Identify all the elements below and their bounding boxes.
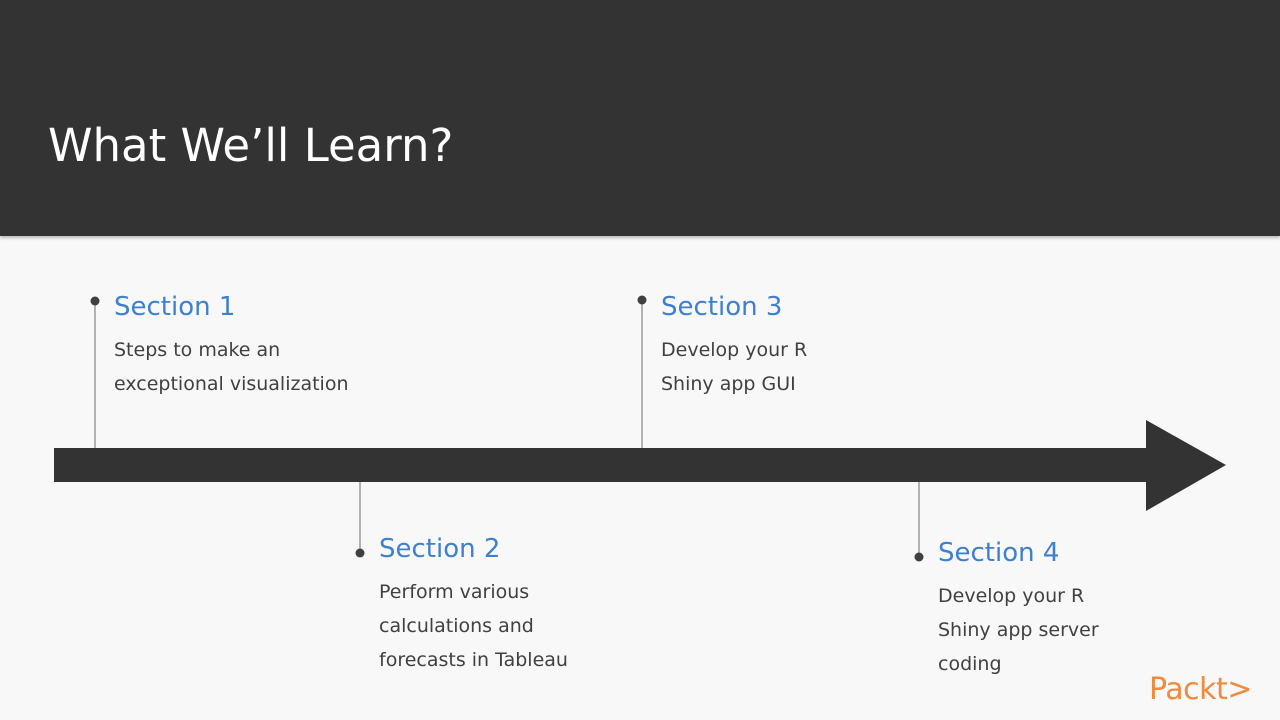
section-2-heading: Section 2 [379,534,501,564]
section-2-line-1: Perform various [379,581,530,603]
section-1-heading: Section 1 [114,292,236,322]
section-2-line-3: forecasts in Tableau [379,649,568,671]
section-4-line-1: Develop your R [938,585,1085,607]
section-4: Section 4 Develop your R Shiny app serve… [938,537,1099,681]
slide-title: What We’ll Learn? [48,119,454,172]
section-2: Section 2 Perform various calculations a… [379,533,568,677]
section-2-description: Perform various calculations and forecas… [379,575,568,677]
section-4-line-2: Shiny app server [938,619,1099,641]
section-3-description: Develop your R Shiny app GUI [661,333,807,401]
timeline-arrow [54,420,1226,511]
section-4-line-3: coding [938,653,1002,675]
packt-logo: Packt> [1149,672,1252,707]
section-1-line-2: exceptional visualization [114,373,349,395]
section-2-line-2: calculations and [379,615,534,637]
section-2-dot-icon [355,548,365,558]
section-3: Section 3 Develop your R Shiny app GUI [661,291,807,401]
section-3-dot-icon [637,295,647,305]
section-1-description: Steps to make an exceptional visualizati… [114,333,349,401]
section-3-line-1: Develop your R [661,339,808,361]
title-bar: What We’ll Learn? [0,0,1280,236]
section-3-heading: Section 3 [661,292,783,322]
section-1: Section 1 Steps to make an exceptional v… [114,291,349,401]
section-4-description: Develop your R Shiny app server coding [938,579,1099,681]
section-1-line-1: Steps to make an [114,339,281,361]
section-1-dot-icon [90,296,100,306]
section-3-line-2: Shiny app GUI [661,373,796,395]
section-4-heading: Section 4 [938,538,1060,568]
section-4-dot-icon [914,552,924,562]
